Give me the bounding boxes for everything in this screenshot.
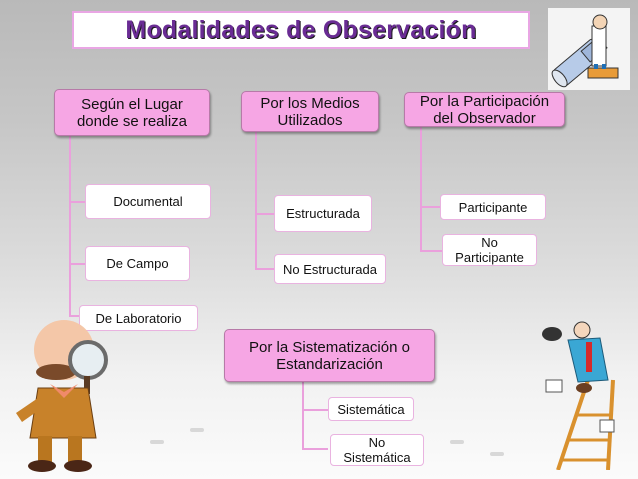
- category-label-line2: donde se realiza: [76, 112, 188, 130]
- item-label: Estructurada: [286, 206, 360, 221]
- background-dash: [490, 452, 504, 456]
- item-documental: Documental: [85, 184, 211, 219]
- scientist-telescope-illustration: [548, 8, 630, 90]
- diagram-title: Modalidades de Observación: [125, 15, 477, 44]
- category-participacion: Por la Participación del Observador: [404, 92, 565, 127]
- item-label-line2: Participante: [455, 250, 524, 265]
- connector: [69, 136, 71, 316]
- ladder-binoculars-illustration: [538, 320, 633, 471]
- item-label-line2: Sistemática: [343, 450, 411, 465]
- connector: [255, 268, 275, 270]
- item-participante: Participante: [440, 194, 546, 220]
- item-label: De Campo: [106, 256, 169, 271]
- item-de-campo: De Campo: [85, 246, 190, 281]
- connector: [69, 201, 85, 203]
- item-label: Sistemática: [337, 401, 405, 417]
- connector: [69, 263, 85, 265]
- category-label-line1: Por la Participación: [419, 92, 550, 110]
- connector: [255, 132, 257, 270]
- item-label: De Laboratorio: [95, 310, 182, 326]
- item-label-line1: No: [481, 235, 498, 250]
- category-medios: Por los Medios Utilizados: [241, 91, 379, 132]
- title-banner: Modalidades de Observación: [72, 11, 530, 49]
- background-dash: [150, 440, 164, 444]
- connector: [255, 213, 275, 215]
- item-estructurada: Estructurada: [274, 195, 372, 232]
- connector: [302, 382, 304, 448]
- category-label-line2: del Observador: [433, 109, 536, 127]
- item-no-estructurada: No Estructurada: [274, 254, 386, 284]
- connector: [302, 448, 328, 450]
- detective-magnifier-illustration: [8, 318, 118, 473]
- background-dash: [190, 428, 204, 432]
- connector: [420, 250, 442, 252]
- item-no-participante: No Participante: [442, 234, 537, 266]
- connector: [420, 127, 422, 252]
- connector: [69, 315, 79, 317]
- category-label-line1: Según el Lugar: [81, 95, 183, 113]
- category-label-line2: Utilizados: [277, 111, 343, 129]
- item-label: Documental: [113, 194, 183, 209]
- item-de-laboratorio: De Laboratorio: [79, 305, 198, 331]
- category-label-line1: Por la Sistematización o: [249, 338, 410, 356]
- category-label-line2: Estandarización: [276, 355, 383, 373]
- connector: [420, 206, 440, 208]
- connector: [302, 409, 328, 411]
- category-lugar: Según el Lugar donde se realiza: [54, 89, 210, 136]
- item-label: Participante: [458, 199, 528, 215]
- item-no-sistematica: No Sistemática: [330, 434, 424, 466]
- category-sistematizacion: Por la Sistematización o Estandarización: [224, 329, 435, 382]
- item-label: No Estructurada: [283, 261, 377, 277]
- item-sistematica: Sistemática: [328, 397, 414, 421]
- background-dash: [450, 440, 464, 444]
- item-label-line1: No: [368, 435, 386, 450]
- category-label-line1: Por los Medios: [260, 94, 360, 112]
